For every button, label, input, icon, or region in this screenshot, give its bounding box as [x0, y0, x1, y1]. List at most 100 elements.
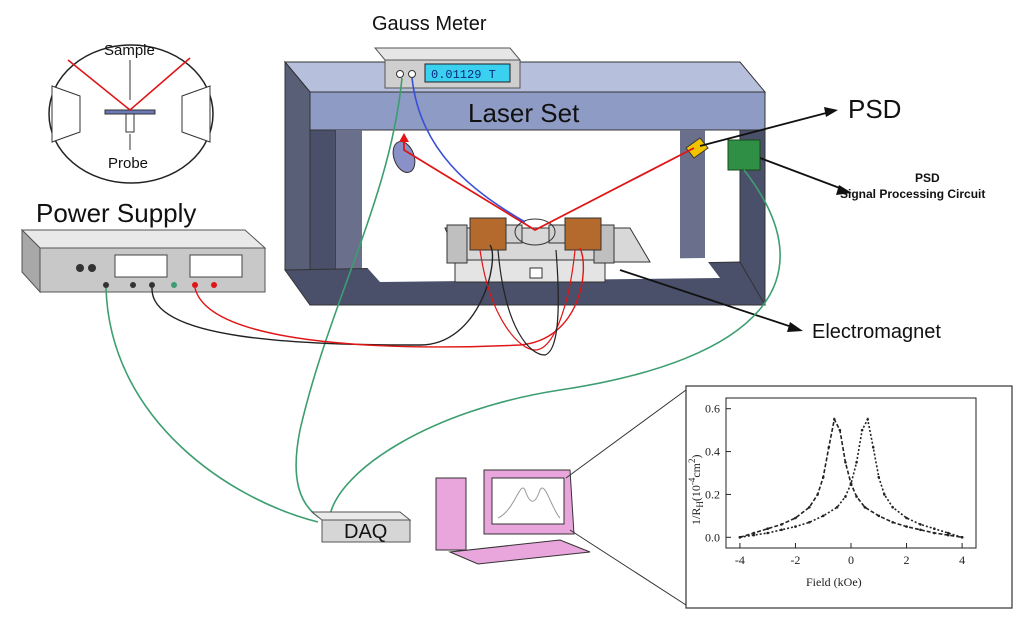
gauss-meter-green-wire [295, 77, 403, 519]
series-2-point [855, 460, 858, 464]
gauss-meter-top [373, 47, 522, 61]
psd-daq-wire [329, 169, 781, 516]
series-1-point [905, 525, 908, 528]
x-tick-label: 2 [904, 553, 910, 567]
power-supply-terminal-6 [211, 282, 217, 288]
series-2-point [871, 445, 875, 449]
computer [435, 469, 591, 565]
power-supply-daq-wire [105, 287, 319, 523]
laser-arrow [399, 133, 409, 142]
mirror [392, 141, 416, 173]
series-2-point [849, 482, 853, 486]
series-1-point [816, 493, 819, 496]
inset-right-pole [181, 85, 211, 143]
laser-beam [403, 140, 695, 232]
series-1-point [946, 533, 950, 537]
gauss-meter-reading: 0.01129 T [431, 68, 496, 82]
electromagnet-label: Electromagnet [812, 321, 941, 343]
psd-circuit-box [727, 139, 761, 171]
psd-pointer-arrowhead [824, 107, 838, 117]
frame-inner-right [680, 130, 705, 270]
inset-probe [125, 113, 135, 133]
power-supply-terminal-1 [103, 282, 109, 288]
x-axis-label: Field (kOe) [806, 575, 862, 589]
inset-probe-label: Probe [108, 155, 148, 172]
series-1-point [863, 505, 867, 509]
gauss-probe-blue-wire [411, 77, 526, 223]
psd-circuit-label-1: PSD [915, 171, 940, 185]
series-2-point [766, 531, 769, 535]
series-2-point [808, 520, 811, 524]
power-supply-top [20, 229, 267, 249]
y-tick-label: 0.4 [705, 445, 720, 459]
circuit-pointer-arrowhead [836, 185, 852, 195]
x-ticks: -4 -2 0 2 4 [735, 543, 965, 567]
coil-black-wire [497, 249, 559, 356]
power-supply-terminal-3 [149, 282, 155, 288]
computer-screen-plot [497, 487, 561, 519]
psd-label: PSD [848, 94, 901, 124]
sample-inset: Sample Probe [48, 42, 214, 184]
series-2-point [905, 516, 908, 520]
series-2-point [780, 528, 783, 532]
series-1-point [891, 520, 894, 524]
power-supply-terminal-5 [192, 282, 198, 288]
daq-top [310, 511, 412, 521]
electromagnet-pointer-arrowhead [787, 322, 803, 332]
y-tick-label: 0.0 [705, 530, 720, 544]
daq-label: DAQ [344, 521, 387, 543]
x-tick-label: -2 [790, 553, 800, 567]
magnet-right-core [548, 224, 566, 244]
series-2-point [883, 493, 886, 496]
series-2-point [919, 523, 922, 526]
chart-frame [685, 385, 1013, 609]
power-supply-terminal-2 [130, 282, 136, 288]
power-supply-label: Power Supply [36, 198, 196, 228]
psd-circuit-label-2: Signal Processing Circuit [840, 187, 985, 201]
series-1-point [827, 445, 831, 449]
series-2-point [752, 533, 756, 537]
series-1-point [794, 516, 797, 520]
power-supply: Power Supply [20, 198, 267, 294]
series-2-point [933, 527, 936, 531]
sample-gap [514, 218, 556, 246]
series-1-point [821, 475, 825, 479]
frame-inner-left [336, 130, 362, 280]
series-2-point [946, 531, 950, 535]
power-supply-terminal-4 [171, 282, 177, 288]
x-tick-label: 0 [848, 553, 854, 567]
power-supply-knob-2 [88, 264, 96, 272]
power-supply-meter-1 [114, 254, 168, 278]
magnet-terminal [529, 267, 543, 279]
series-1-point [855, 495, 858, 498]
wiring [105, 77, 781, 523]
x-tick-label: 4 [959, 553, 965, 567]
daq-box: DAQ [310, 511, 412, 543]
callout-line-bottom [569, 529, 687, 606]
series-2-point [866, 418, 869, 421]
computer-keyboard [448, 539, 591, 565]
series-2-point [877, 475, 881, 479]
series-2-point [794, 525, 797, 528]
electromagnet-pointer-line [619, 269, 796, 329]
series-1-point [919, 528, 922, 532]
frame-top-face [283, 61, 767, 93]
psd-pointer-line [699, 111, 831, 147]
magnet-right-coil [564, 217, 602, 251]
magnet-left-coil [469, 217, 507, 251]
power-supply-red-wire [194, 247, 585, 348]
series-2-point [738, 535, 742, 539]
inset-left-pole [51, 85, 81, 143]
series-1-point [877, 514, 881, 518]
laser-set-label: Laser Set [468, 98, 580, 128]
inset-laser-path [67, 57, 191, 112]
x-tick-label: -4 [735, 553, 745, 567]
gauss-meter: Gauss Meter 0.01129 T [372, 13, 522, 89]
series-1-point [844, 460, 847, 464]
series-line-1 [739, 417, 963, 539]
chart-series [738, 417, 964, 539]
y-axis-label: 1/RH(10-4cm2) [687, 454, 705, 525]
power-supply-meter-2 [189, 254, 243, 278]
gauss-meter-label: Gauss Meter [372, 13, 487, 35]
